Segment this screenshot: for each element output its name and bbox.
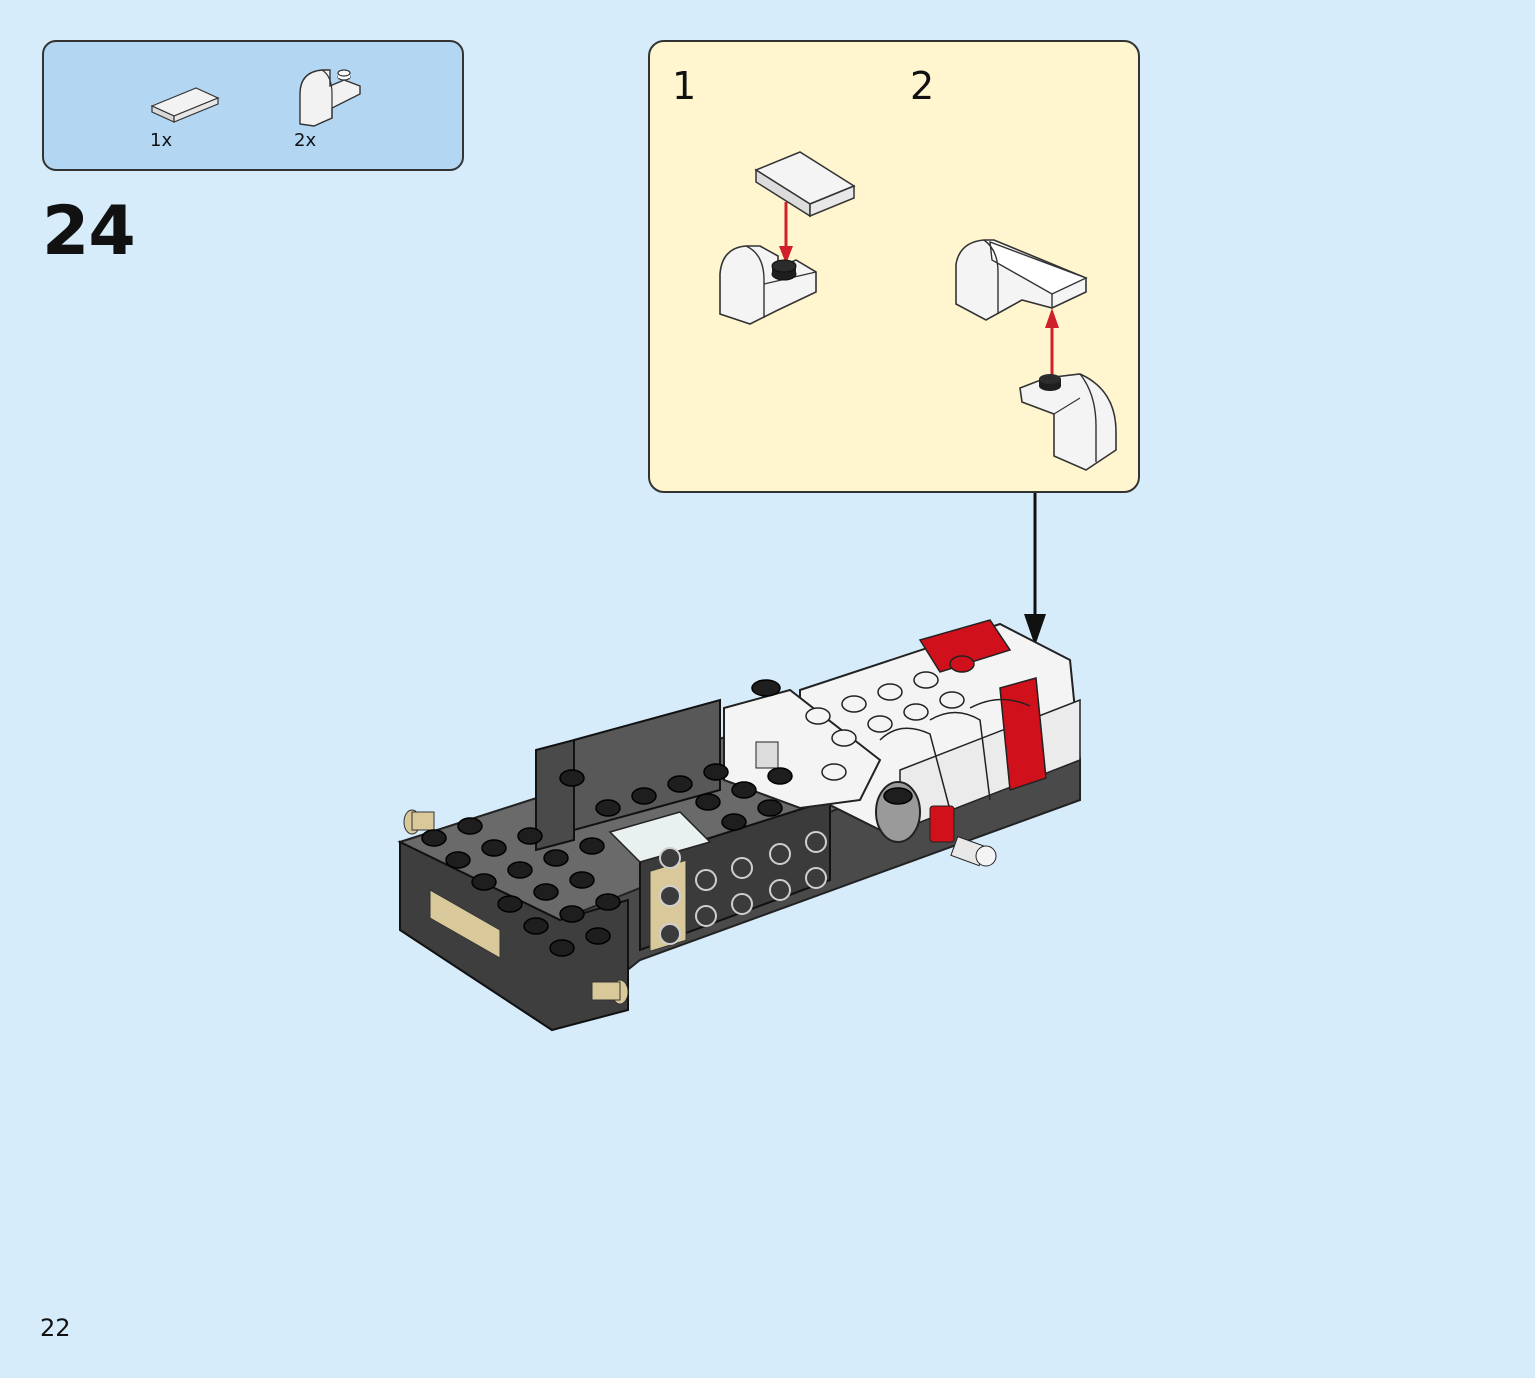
white-studs	[805, 671, 965, 781]
technic-holes	[659, 831, 827, 945]
part-quantity: 1x	[150, 130, 173, 151]
part-quantity: 2x	[294, 130, 317, 151]
flat-tile-1x2-icon	[150, 84, 220, 128]
tan-pin-icon	[591, 979, 629, 1005]
black-studs	[421, 679, 913, 957]
red-axle-connector-icon	[929, 805, 997, 867]
parts-list-box: 1x 2x	[42, 40, 464, 171]
step-number: 24	[42, 192, 136, 271]
substep-label: 2	[910, 64, 935, 108]
tan-pin-icon	[403, 809, 435, 835]
curved-bracket-slope-icon	[719, 245, 817, 325]
flat-tile-1x2-icon	[754, 151, 856, 218]
substep-illustration	[719, 151, 1117, 471]
curved-bracket-slope-icon	[292, 64, 364, 130]
page-number: 22	[40, 1314, 71, 1342]
curved-bracket-slope-icon	[1019, 373, 1117, 471]
red-stud	[949, 655, 975, 673]
sub-assembly-panel: 1 2	[648, 40, 1140, 493]
substep-label: 1	[672, 64, 697, 108]
